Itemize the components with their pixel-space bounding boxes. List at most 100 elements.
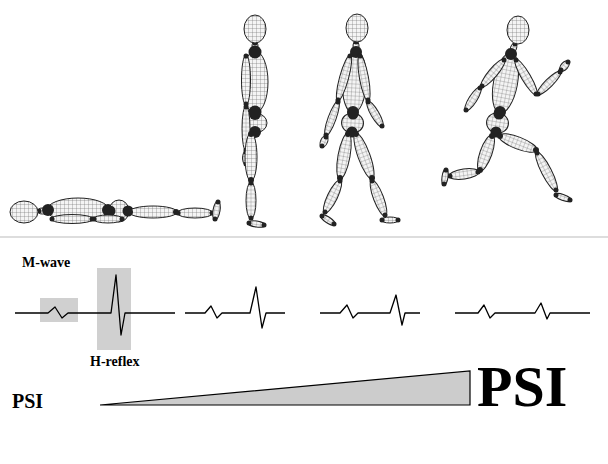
body-segment [177, 208, 213, 218]
body-segment [129, 206, 177, 218]
body-segment [478, 56, 508, 89]
joint [348, 54, 353, 59]
body-segment [497, 130, 539, 156]
joint [444, 168, 449, 173]
body-segment [322, 100, 342, 138]
joint [348, 109, 359, 120]
body-segment [474, 133, 498, 173]
joint [566, 60, 571, 65]
body-segment [242, 55, 251, 105]
joint [489, 133, 495, 139]
joint [442, 182, 447, 187]
joint [249, 181, 254, 186]
body-segment [554, 192, 572, 203]
h-reflex-label: H-reflex [90, 355, 140, 369]
emg-trace-standing [185, 287, 285, 328]
body-segment [320, 178, 345, 215]
joint [345, 131, 351, 137]
body-segment [532, 150, 561, 193]
body-segment [318, 135, 329, 149]
body-segment [242, 51, 268, 113]
joint [353, 131, 359, 137]
joint [92, 217, 97, 222]
joint [338, 179, 343, 184]
mannequin-figures [10, 14, 573, 228]
joint [323, 210, 328, 215]
joint [336, 100, 341, 105]
joint [320, 214, 325, 219]
body-segment [355, 54, 372, 102]
body-segment [350, 131, 378, 181]
emg-trace-walking [320, 295, 420, 325]
joint [320, 144, 325, 149]
joint [244, 105, 249, 110]
joint [120, 217, 125, 222]
body-segment [320, 213, 337, 227]
m-wave-highlight [40, 298, 78, 322]
joint [568, 198, 573, 203]
joint [244, 54, 249, 59]
joint [249, 216, 254, 221]
joint [514, 58, 519, 63]
joint [176, 211, 181, 216]
body-segment [448, 167, 479, 181]
separator-line [0, 237, 608, 238]
h-reflex-highlight [97, 268, 131, 350]
body-segment [462, 85, 484, 113]
joint [554, 193, 559, 198]
body-segment [364, 99, 386, 129]
m-wave-label: M-wave [22, 256, 70, 270]
joint [476, 170, 481, 175]
head [507, 16, 529, 44]
joint [536, 92, 541, 97]
joint [249, 46, 262, 59]
joint [127, 209, 133, 215]
joint [478, 86, 483, 91]
joint [559, 68, 564, 73]
joint [464, 108, 469, 113]
body-segment [211, 200, 221, 220]
joint [249, 108, 261, 120]
emg-trace-running [455, 303, 590, 319]
head [244, 15, 266, 43]
joint [494, 109, 505, 120]
body-segment [245, 133, 257, 181]
joint [42, 204, 54, 216]
body-segment [534, 68, 563, 97]
joint [216, 200, 221, 205]
joint [213, 217, 218, 222]
joint [366, 100, 371, 105]
psi-wedge [100, 371, 470, 405]
joint [324, 135, 329, 140]
joint [380, 124, 385, 129]
head [346, 14, 368, 42]
joint [332, 222, 337, 227]
head [10, 201, 38, 223]
joint [262, 223, 267, 228]
joint [497, 133, 503, 139]
emg-trace-lying [15, 275, 175, 335]
body-segment [246, 182, 256, 219]
joint [247, 221, 252, 226]
joint [502, 58, 507, 63]
body-segment [334, 132, 354, 180]
body-segment [51, 215, 93, 224]
body-segment [367, 178, 390, 217]
psi-label-large: PSI [477, 358, 567, 416]
joint [370, 179, 375, 184]
body-segment [93, 215, 123, 223]
body-segment [488, 51, 523, 115]
body-segment [512, 57, 541, 97]
joint [535, 151, 540, 156]
joint [554, 188, 559, 193]
body-segment [333, 54, 354, 102]
joint [248, 131, 254, 137]
body-segment [558, 59, 572, 73]
psi-label-small: PSI [12, 391, 43, 411]
joint [396, 218, 401, 223]
joint [249, 126, 261, 138]
joint [50, 217, 55, 222]
joint [358, 54, 363, 59]
joint [380, 218, 385, 223]
